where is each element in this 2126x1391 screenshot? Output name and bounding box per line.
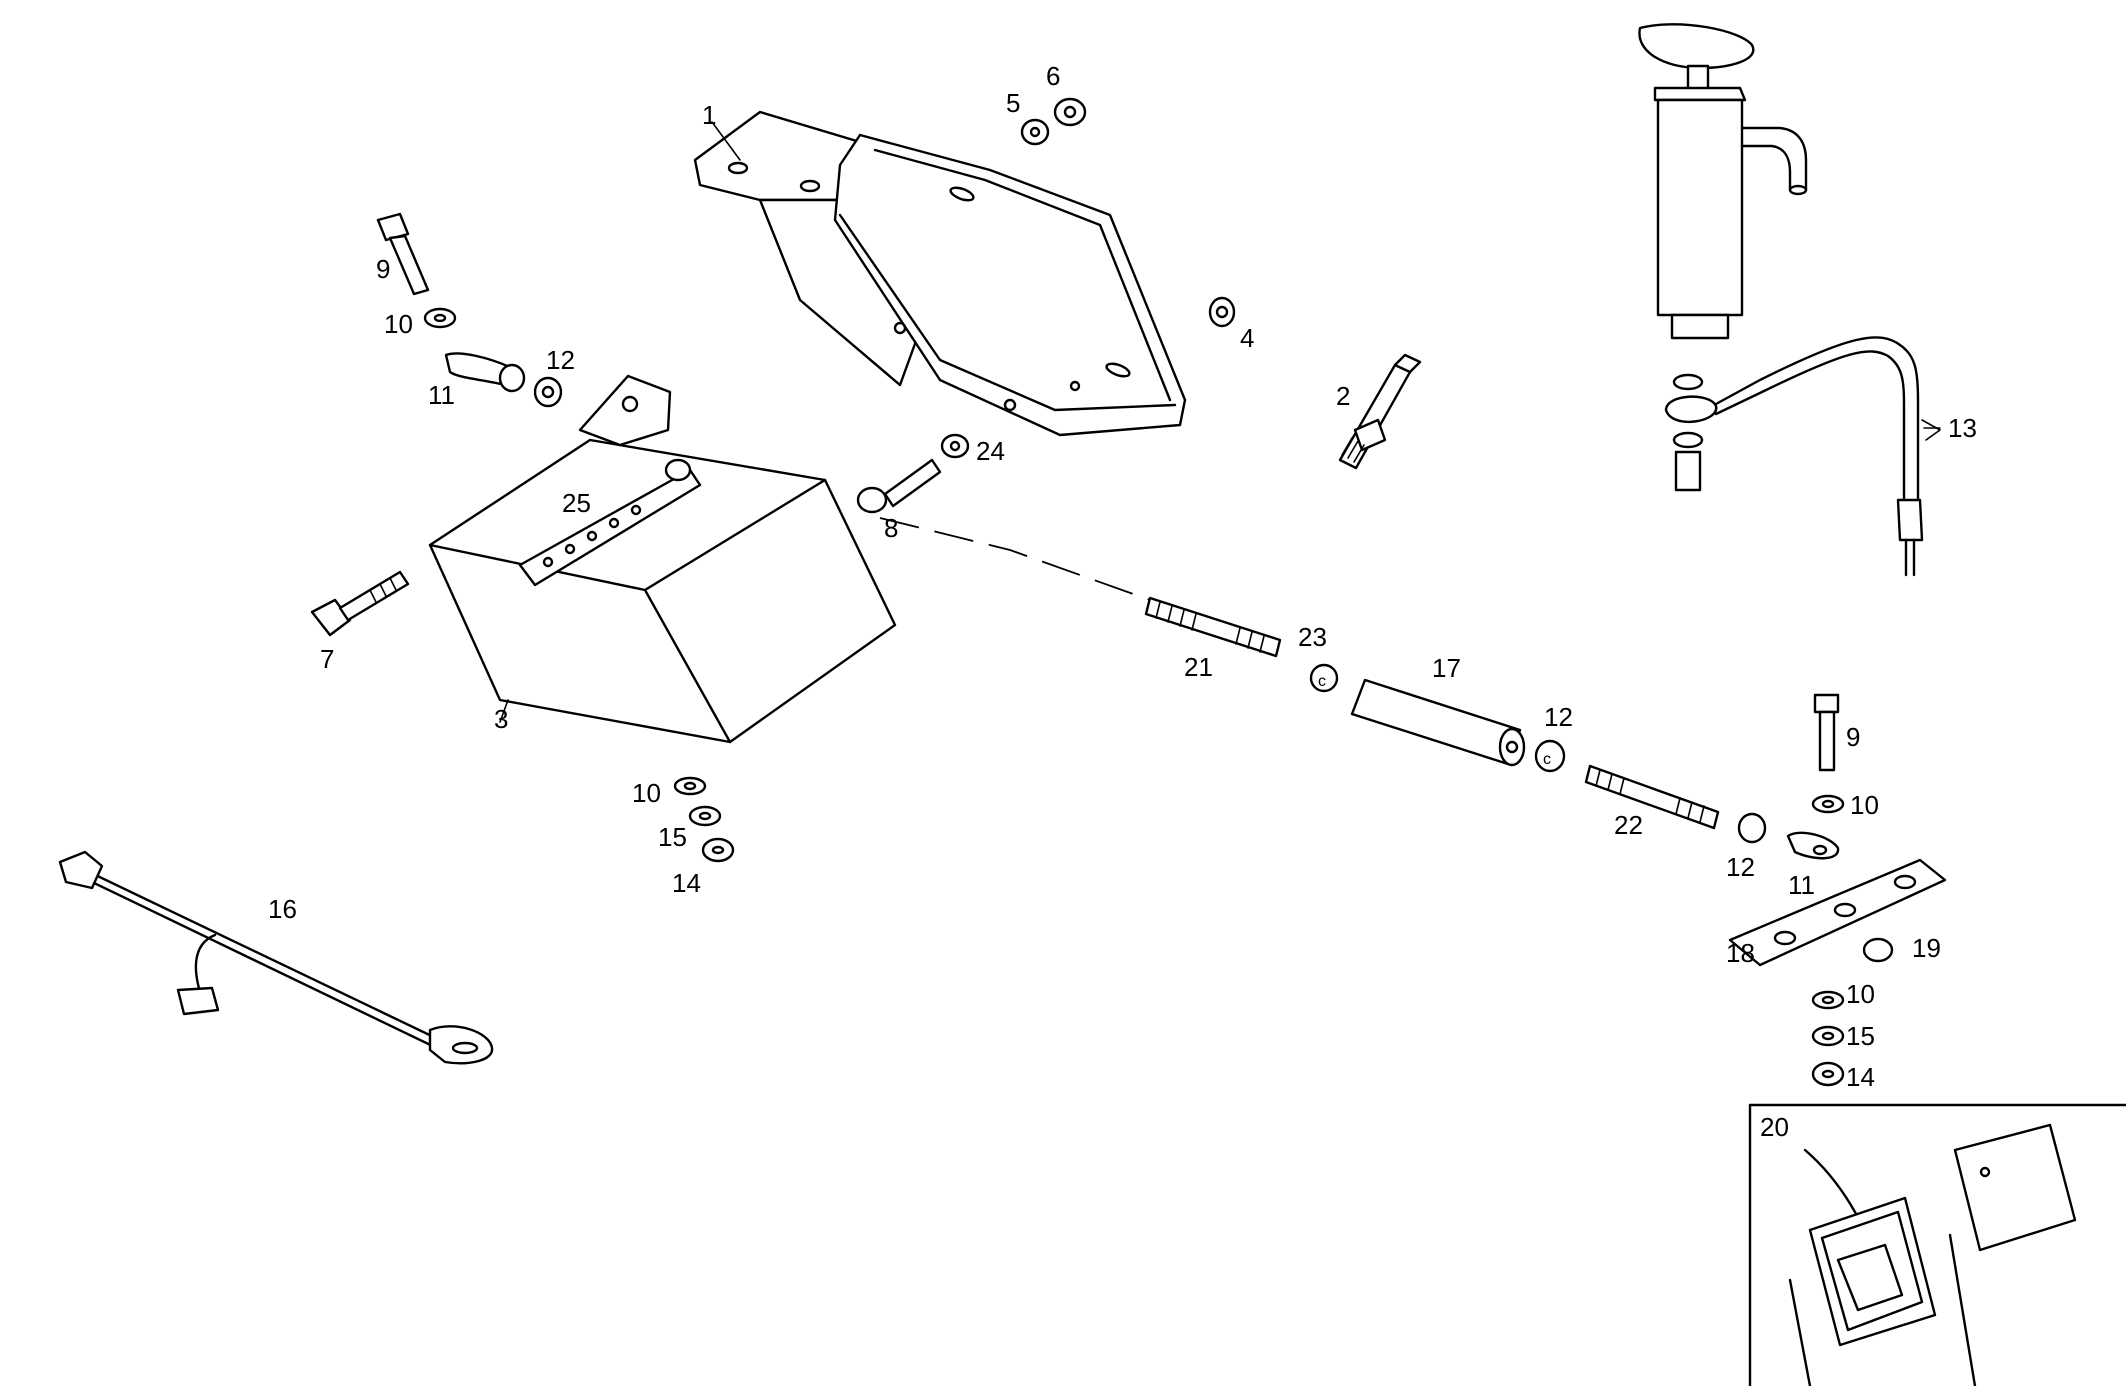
callout-9-right: 9 [1846,722,1860,752]
callout-10-c: 10 [1850,790,1879,820]
callout-11-a: 11 [428,380,455,410]
callout-15-a: 15 [658,822,687,852]
callout-10-b: 10 [632,778,661,808]
callout-21: 21 [1184,652,1213,682]
strap-part-25 [518,458,702,587]
spacer-part-17 [1350,678,1526,767]
callout-10-d: 10 [1846,979,1875,1009]
callout-labels: 1 2 3 4 5 6 7 8 9 9 10 10 10 10 11 11 12… [268,61,1977,1142]
pump-part-13 [1638,23,1941,577]
callout-7: 7 [320,644,334,674]
callout-9-left: 9 [376,254,390,284]
bolt-part-8 [856,458,942,514]
svg-text:c: c [1318,673,1326,690]
callout-14-b: 14 [1846,1062,1875,1092]
callout-3: 3 [494,704,508,734]
callout-2: 2 [1336,381,1350,411]
bolt-part-9-left [376,212,430,296]
bolt-part-2 [1338,353,1422,470]
cable-harness-part-16 [58,850,494,1065]
callout-24: 24 [976,436,1005,466]
callout-18: 18 [1726,938,1755,968]
callout-19: 19 [1912,933,1941,963]
callout-11-b: 11 [1788,870,1815,900]
bracket-part-1 [693,110,1187,437]
leader-lines [499,121,1941,723]
callout-6: 6 [1046,61,1060,91]
callout-4: 4 [1240,323,1254,353]
callout-15-b: 15 [1846,1021,1875,1051]
assembly-axis-line [879,517,1151,601]
callout-23: 23 [1298,622,1327,652]
svg-text:c: c [1543,751,1551,768]
detail-inset-part-20 [1748,1103,2126,1388]
callout-17: 17 [1432,653,1461,683]
callout-13: 13 [1948,413,1977,443]
callout-12-c: 12 [1726,852,1755,882]
callout-1: 1 [702,100,716,130]
callout-22: 22 [1614,810,1643,840]
callout-16: 16 [268,894,297,924]
bolt-part-7 [310,570,410,637]
callout-10-a: 10 [384,309,413,339]
callout-12-a: 12 [546,345,575,375]
callout-5: 5 [1006,88,1020,118]
callout-25: 25 [562,488,591,518]
stud-part-22 [1584,764,1720,830]
plate-part-18 [1728,858,1947,967]
battery-box-part-3 [428,374,897,744]
callout-8: 8 [884,513,898,543]
callout-14-a: 14 [672,868,701,898]
callout-12-b: 12 [1544,702,1573,732]
nuts-and-washers: c c [423,97,1894,1087]
stud-part-21 [1144,596,1282,658]
callout-20: 20 [1760,1112,1789,1142]
bolt-part-9-right [1813,693,1840,772]
